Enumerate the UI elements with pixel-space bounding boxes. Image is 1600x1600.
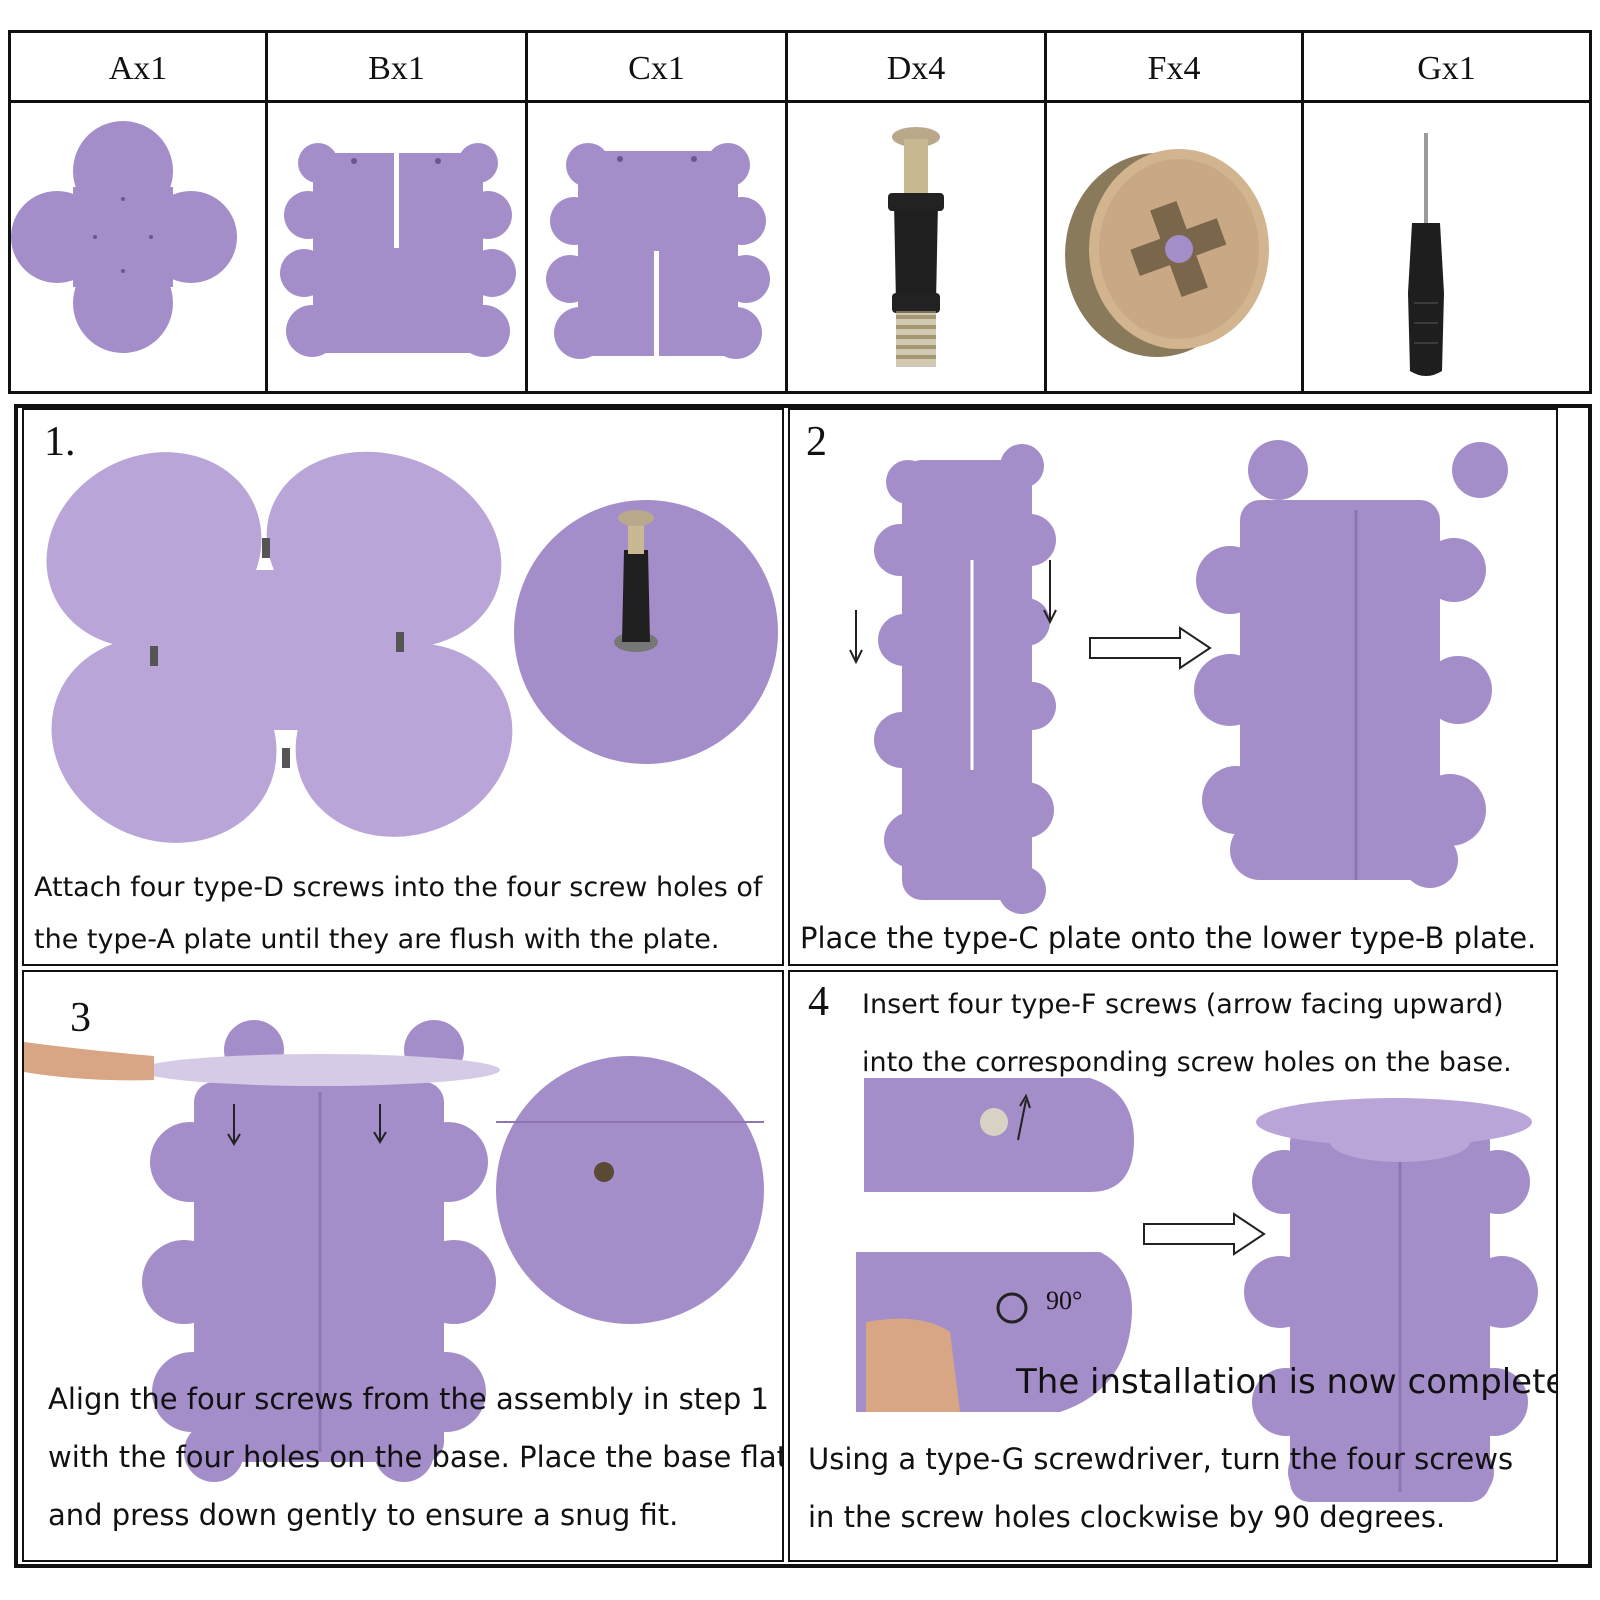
step-4-header-line: into the corresponding screw holes on th… xyxy=(862,1047,1512,1078)
part-image-d xyxy=(788,103,1044,394)
step-3-caption: Align the four screws from the assembly … xyxy=(48,1370,784,1544)
installation-complete-text: The installation is now complete. xyxy=(1016,1362,1558,1402)
step-1-caption-line: Attach four type-D screws into the four … xyxy=(34,872,763,903)
step-1-caption-line: the type-A plate until they are flush wi… xyxy=(34,924,720,955)
part-label-c: Cx1 xyxy=(628,50,685,87)
column-divider xyxy=(1301,33,1304,391)
step-4-header-line: Insert four type-F screws (arrow facing … xyxy=(862,989,1504,1020)
part-label-f: Fx4 xyxy=(1147,50,1201,87)
type-f-cam-lock-icon xyxy=(1065,149,1269,357)
column-divider xyxy=(785,33,788,391)
part-label-a: Ax1 xyxy=(108,50,168,87)
type-b-plate-icon xyxy=(280,143,516,357)
parts-header-row xyxy=(11,33,1589,103)
column-divider xyxy=(525,33,528,391)
column-divider xyxy=(265,33,268,391)
type-c-plate-icon xyxy=(546,143,770,361)
step-4-illustration xyxy=(856,1078,1538,1502)
step-3-number: 3 xyxy=(70,995,91,1041)
part-image-b xyxy=(268,103,525,394)
rotation-angle-label: 90° xyxy=(1046,1286,1083,1315)
step-3-caption-line: with the four holes on the base. Place t… xyxy=(48,1440,784,1474)
column-divider xyxy=(1044,33,1047,391)
part-image-g xyxy=(1304,103,1589,394)
step-4-panel: 4 Insert four type-F screws (arrow facin… xyxy=(788,970,1558,1562)
part-label-b: Bx1 xyxy=(368,50,425,87)
step-1-illustration xyxy=(46,451,778,843)
step-4-caption-line: Using a type-G screwdriver, turn the fou… xyxy=(808,1442,1514,1476)
type-d-screw-icon xyxy=(888,127,944,367)
step-4-header-caption: Insert four type-F screws (arrow facing … xyxy=(862,976,1512,1092)
step-4-caption: Using a type-G screwdriver, turn the fou… xyxy=(808,1430,1513,1546)
step-1-caption: Attach four type-D screws into the four … xyxy=(34,862,763,964)
type-g-screwdriver-icon xyxy=(1408,133,1444,376)
step-4-caption-line: in the screw holes clockwise by 90 degre… xyxy=(808,1500,1446,1534)
step-2-illustration xyxy=(849,440,1508,914)
step-4-number: 4 xyxy=(808,979,829,1025)
step-2-panel: 2 Place the type-C plate onto the lower … xyxy=(788,408,1558,966)
assembly-steps: 1. Attach four type-D screws into the fo… xyxy=(14,404,1592,1568)
type-a-plate-icon xyxy=(11,121,237,353)
step-2-number: 2 xyxy=(806,419,827,465)
part-image-c xyxy=(528,103,785,394)
part-label-g: Gx1 xyxy=(1417,50,1476,87)
part-image-f xyxy=(1047,103,1301,394)
step-3-illustration xyxy=(24,1020,764,1482)
step-2-caption: Place the type-C plate onto the lower ty… xyxy=(800,916,1536,960)
step-3-caption-line: and press down gently to ensure a snug f… xyxy=(48,1498,679,1532)
step-3-panel: 3 Align the four screws from the assembl… xyxy=(22,970,784,1562)
part-label-d: Dx4 xyxy=(886,50,946,87)
step-1-number: 1. xyxy=(44,419,76,465)
part-image-a xyxy=(11,103,265,394)
step-1-panel: 1. Attach four type-D screws into the fo… xyxy=(22,408,784,966)
parts-table: Ax1 Bx1 Cx1 Dx4 Fx4 Gx1 xyxy=(8,30,1592,394)
step-2-caption-line: Place the type-C plate onto the lower ty… xyxy=(800,921,1537,955)
step-3-caption-line: Align the four screws from the assembly … xyxy=(48,1382,769,1416)
